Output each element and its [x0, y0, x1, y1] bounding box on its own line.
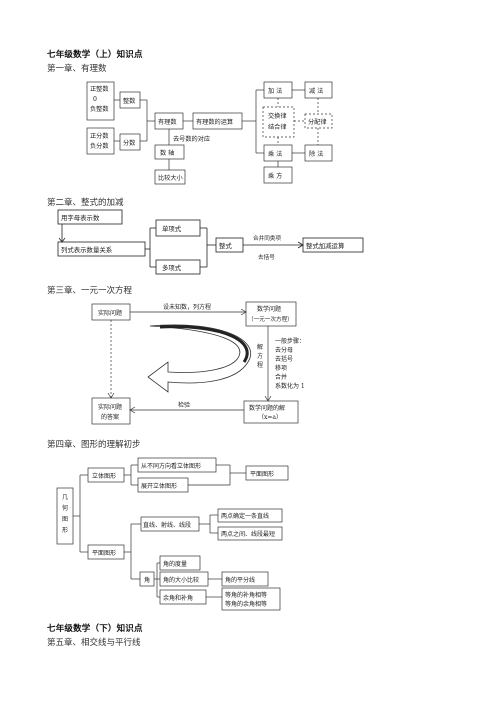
- fraction-box: [119, 133, 141, 151]
- curved-arrow: [147, 324, 251, 393]
- math-solution-box: [243, 400, 299, 424]
- shortest-box: [217, 526, 283, 541]
- views-label: 从不同方向看立体图形: [141, 462, 201, 470]
- step-1: 去分母: [275, 346, 293, 354]
- step-3: 移项: [275, 364, 287, 372]
- chapter-3-heading: 第三章、一元一次方程: [47, 286, 133, 296]
- chapter-4-heading: 第四章、图形的理解初步: [47, 440, 141, 450]
- shortest-label: 两点之间、线段最短: [221, 530, 275, 538]
- geometry-label-1: 几: [62, 494, 68, 501]
- rational-label: 有理数: [158, 118, 177, 126]
- add-label: 加 法: [268, 87, 282, 95]
- geometry-label-3: 图: [62, 516, 68, 523]
- compare-angle-label: 角的大小比较: [163, 576, 199, 584]
- chapter-5-heading: 第五章、相交线与平行线: [47, 638, 141, 648]
- negative-integer-label: 负整数: [90, 105, 109, 113]
- solid-label: 立体图形: [92, 472, 116, 480]
- bisector-label: 角的平分线: [225, 576, 255, 584]
- math-solution-label: 数学问题的解: [249, 404, 285, 412]
- two-points-label: 两点确定一条直线: [221, 512, 269, 520]
- letters-box: [57, 209, 123, 225]
- grade7-upper-title: 七年级数学（上）知识点: [47, 50, 143, 60]
- setup-label: 设未知数，列方程: [163, 303, 211, 311]
- integral-label: 整式: [219, 241, 232, 250]
- fraction-label: 分数: [123, 139, 136, 147]
- compare-box: [154, 169, 186, 185]
- step-4: 合并: [275, 373, 287, 381]
- real-problem-label: 实际问题: [98, 309, 122, 317]
- real-answer-label: 实际问题: [98, 403, 122, 411]
- step-5: 系数化为 1: [275, 382, 305, 390]
- solve-label-3: 程: [257, 361, 263, 369]
- subtract-label: 减 法: [309, 87, 323, 95]
- equal-complement-label: 等角的余角相等: [225, 600, 267, 608]
- math-solution-sub-label: （x=a）: [258, 414, 282, 421]
- two-points-box: [217, 508, 283, 523]
- zero-label: 0: [93, 96, 97, 103]
- check-label: 检验: [178, 401, 190, 409]
- monomial-label: 单项式: [162, 224, 182, 233]
- math-problem-sub-label: （一元一次方程）: [248, 315, 293, 323]
- plane-fig-label: 平面图形: [250, 470, 274, 478]
- math-problem-box: [245, 301, 297, 327]
- step-2: 去括号: [275, 355, 293, 363]
- chapter-2-heading: 第二章、整式的加减: [47, 198, 124, 208]
- letters-label: 用字母表示数: [61, 213, 100, 222]
- number-line-label: 数 轴: [160, 149, 174, 157]
- compare-label: 比较大小: [158, 174, 184, 182]
- divide-label: 除 法: [309, 150, 323, 158]
- negative-fraction-label: 负分数: [90, 142, 109, 150]
- multiply-label: 乘 法: [268, 150, 282, 158]
- remove-brackets-label: 去括号: [258, 253, 275, 261]
- opposite-abs-label: 去号数的对应: [173, 135, 210, 143]
- solve-label-1: 解: [257, 343, 263, 351]
- laws-box: [262, 106, 295, 138]
- plane-label: 平面图形: [92, 549, 116, 557]
- relation-label: 列式表示数量关系: [61, 245, 112, 254]
- positive-fraction-label: 正分数: [90, 132, 109, 140]
- combine-like-terms-label: 合并同类项: [253, 234, 281, 242]
- positive-integer-label: 正整数: [90, 85, 109, 93]
- operations-label: 有理数的运算: [196, 118, 233, 126]
- equal-supplement-label: 等角的补角相等: [225, 591, 267, 599]
- solve-label-2: 方: [257, 352, 263, 360]
- polynomial-label: 多项式: [162, 263, 182, 272]
- geometry-label-2: 何: [62, 504, 68, 512]
- lines-label: 直线、射线、线段: [143, 521, 191, 529]
- power-label: 乘 方: [268, 172, 282, 180]
- measure-label: 角的度量: [163, 560, 187, 568]
- geometry-label-4: 形: [62, 526, 68, 534]
- grade7-lower-title: 七年级数学（下）知识点: [47, 624, 143, 634]
- number-line-box: [154, 144, 185, 160]
- integer-kinds-box: [86, 81, 115, 121]
- complement-label: 余角和补角: [163, 594, 193, 602]
- real-answer-sub-label: 的答案: [101, 413, 119, 421]
- integer-label: 整数: [123, 97, 136, 105]
- add-sub-label: 整式加减运算: [306, 241, 345, 250]
- equal-box: [221, 587, 281, 611]
- associative-label: 结合律: [268, 123, 287, 131]
- unfold-label: 展开立体图形: [141, 482, 177, 490]
- distributive-box: [304, 113, 333, 129]
- math-problem-label: 数学问题: [257, 305, 281, 313]
- chapter-1-heading: 第一章、有理数: [47, 64, 107, 74]
- steps-title: 一般步骤：: [275, 337, 305, 345]
- commutative-label: 交换律: [268, 112, 287, 120]
- distributive-label: 分配律: [308, 118, 327, 126]
- angle-label: 角: [144, 576, 150, 584]
